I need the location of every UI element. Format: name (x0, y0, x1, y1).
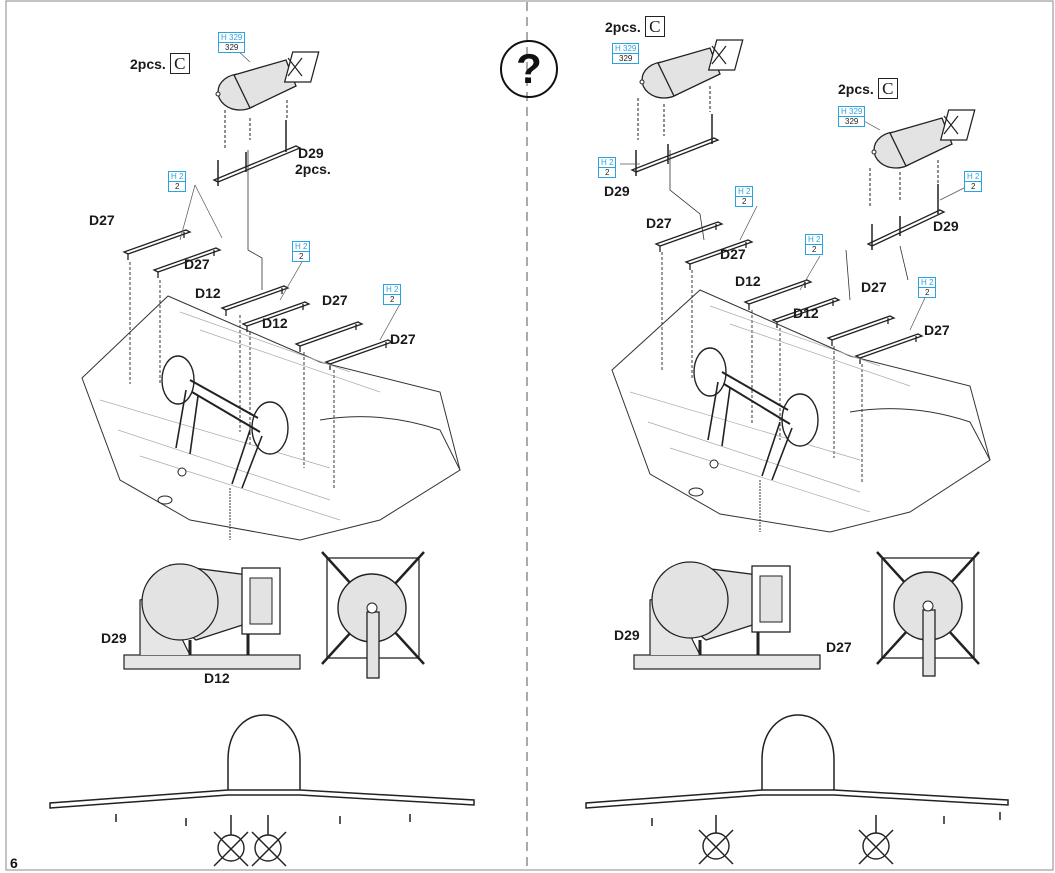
version-box: C (644, 16, 665, 37)
quantity-text: 2pcs. (605, 18, 641, 35)
ref-code: H 2 (599, 158, 616, 168)
ref-box-rack: H 2 2 (805, 234, 824, 255)
ref-code: H 329 (839, 107, 865, 117)
part-label-d29: D29 (101, 630, 127, 646)
part-label-d12: D12 (262, 315, 288, 331)
quantity-label-bomb: 2pcs. C (605, 16, 665, 37)
ref-code: H 2 (919, 278, 936, 288)
quantity-text: 2pcs. (130, 55, 166, 72)
part-label-d27: D27 (89, 212, 115, 228)
ref-box-bomb: H 329 329 (838, 106, 866, 127)
ref-number: 2 (605, 168, 610, 177)
ref-number: 2 (390, 295, 395, 304)
ref-box-rack: H 2 2 (964, 171, 983, 192)
ref-number: 329 (225, 43, 239, 52)
version-box: C (169, 53, 190, 74)
part-label-d29: D29 (604, 183, 630, 199)
part-label-d27: D27 (826, 639, 852, 655)
version-box: C (877, 78, 898, 99)
part-label-d12: D12 (735, 273, 761, 289)
part-label-d29: D29 (298, 145, 324, 161)
ref-box-rack: H 2 2 (735, 186, 754, 207)
part-label-d27: D27 (184, 256, 210, 272)
quantity-text: 2pcs. (838, 80, 874, 97)
ref-box-bomb: H 329 329 (612, 43, 640, 64)
part-label-d27: D27 (924, 322, 950, 338)
ref-number: 329 (619, 54, 633, 63)
quantity-label-bomb: 2pcs. C (838, 78, 898, 99)
ref-box-rack: H 2 2 (918, 277, 937, 298)
quantity-label-bomb: 2pcs. C (130, 53, 190, 74)
part-label-d29: D29 (614, 627, 640, 643)
part-label-d27: D27 (390, 331, 416, 347)
ref-box-rack: H 2 2 (598, 157, 617, 178)
part-label-d27: D27 (720, 246, 746, 262)
part-quantity-d29: 2pcs. (295, 161, 331, 177)
ref-box-rack: H 2 2 (383, 284, 402, 305)
ref-number: 2 (299, 252, 304, 261)
ref-number: 2 (971, 182, 976, 191)
ref-number: 2 (175, 182, 180, 191)
ref-code: H 2 (806, 235, 823, 245)
ref-number: 329 (845, 117, 859, 126)
ref-code: H 2 (384, 285, 401, 295)
ref-box-rack: H 2 2 (292, 241, 311, 262)
ref-code: H 2 (293, 242, 310, 252)
ref-code: H 329 (219, 33, 245, 43)
ref-code: H 329 (613, 44, 639, 54)
page-number: 6 (10, 855, 18, 871)
ref-box-rack: H 2 2 (168, 171, 187, 192)
part-label-d12: D12 (204, 670, 230, 686)
question-mark-icon: ? (500, 40, 558, 98)
part-label-d29: D29 (933, 218, 959, 234)
ref-box-bomb: H 329 329 (218, 32, 246, 53)
ref-number: 2 (925, 288, 930, 297)
part-label-d27: D27 (861, 279, 887, 295)
ref-number: 2 (742, 197, 747, 206)
part-label-d27: D27 (322, 292, 348, 308)
ref-code: H 2 (965, 172, 982, 182)
part-label-d12: D12 (793, 305, 819, 321)
part-label-d27: D27 (646, 215, 672, 231)
ref-code: H 2 (736, 187, 753, 197)
ref-code: H 2 (169, 172, 186, 182)
ref-number: 2 (812, 245, 817, 254)
part-label-d12: D12 (195, 285, 221, 301)
